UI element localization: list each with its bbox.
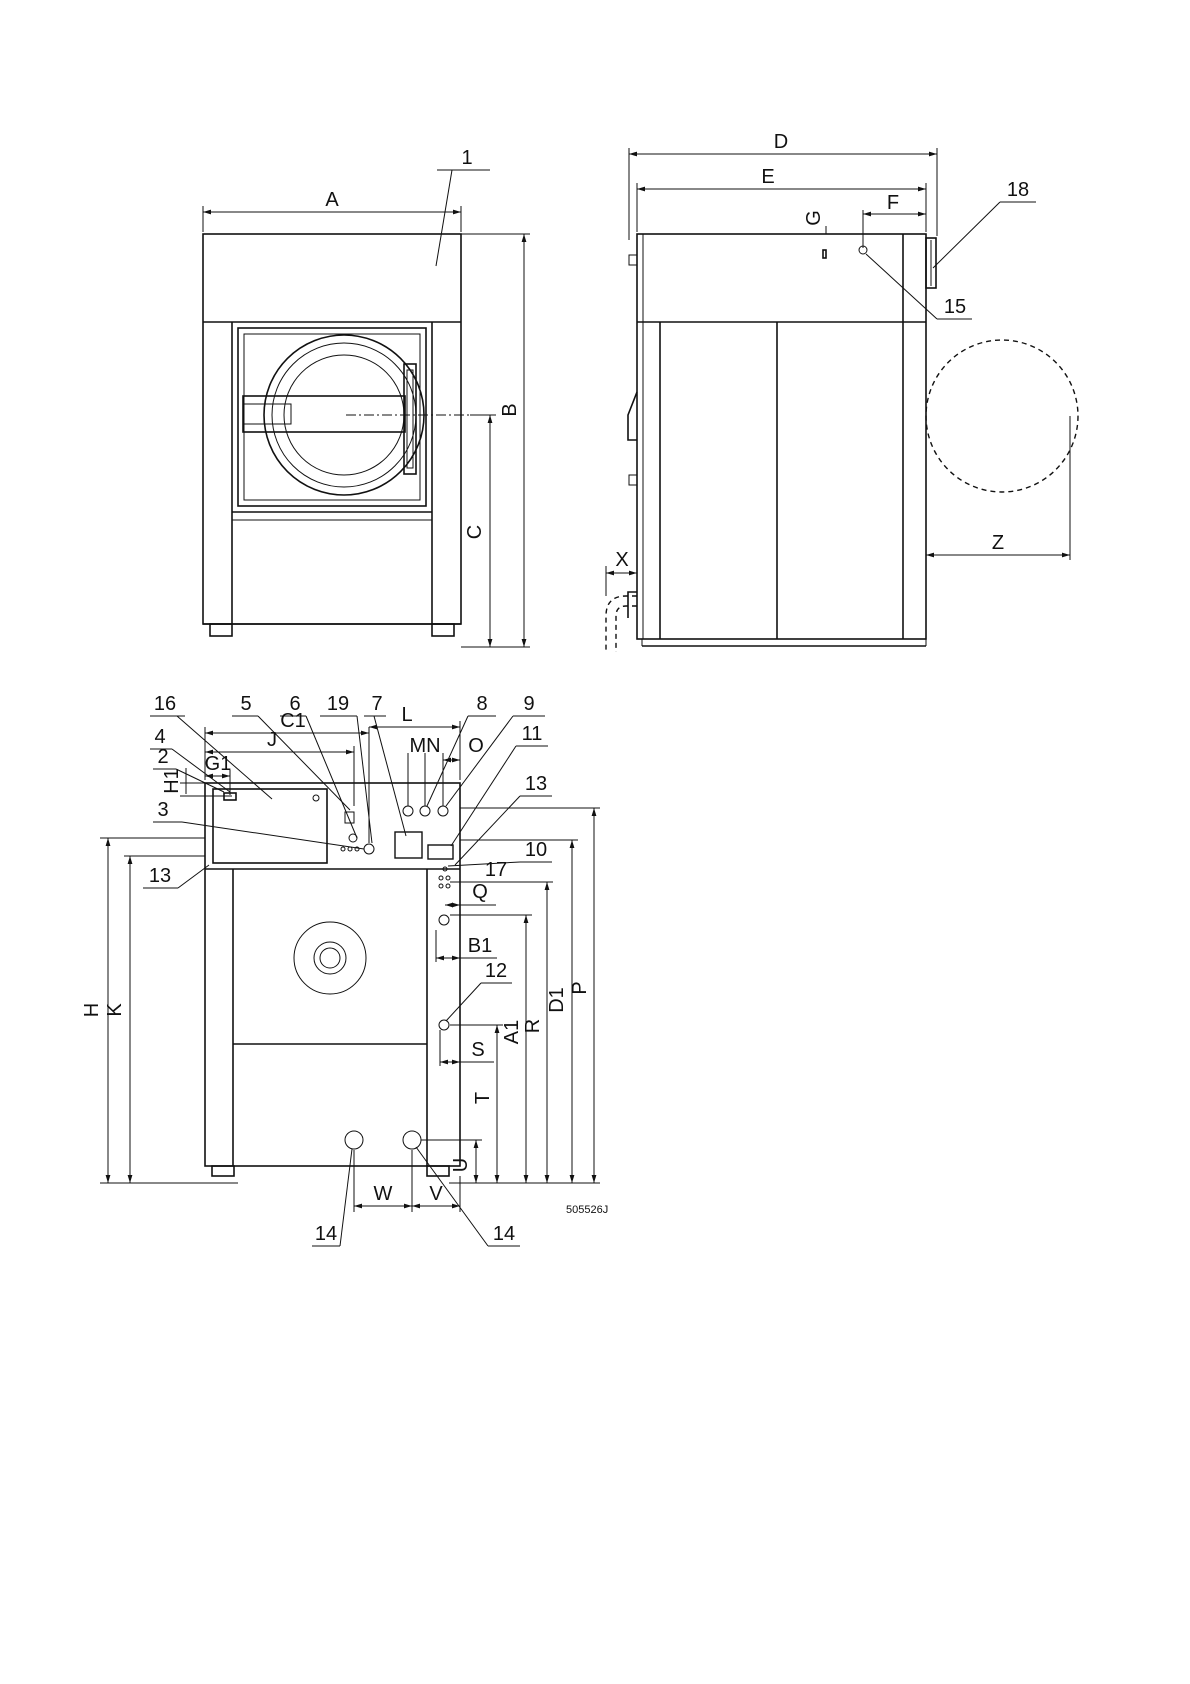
- dim-label-x: X: [615, 549, 628, 571]
- callout-7: 7: [371, 693, 382, 715]
- callout-13-top: 13: [525, 773, 547, 795]
- dim-label-o: O: [468, 735, 484, 757]
- dim-label-mn: MN: [409, 735, 440, 757]
- callout-8: 8: [476, 693, 487, 715]
- callout-13-left: 13: [149, 865, 171, 887]
- dim-label-f: F: [887, 192, 899, 214]
- callout-14-left: 14: [315, 1223, 337, 1245]
- dim-label-g1: G1: [205, 753, 232, 775]
- callout-18: 18: [1007, 179, 1029, 201]
- callout-10: 10: [525, 839, 547, 861]
- rear-box-11: [428, 845, 453, 859]
- callout-16: 16: [154, 693, 176, 715]
- dim-label-b1: B1: [468, 935, 492, 957]
- dim-label-a1: A1: [501, 1020, 523, 1044]
- callout-14-right: 14: [493, 1223, 515, 1245]
- callout-11: 11: [522, 723, 543, 745]
- callout-2: 2: [157, 746, 168, 768]
- rear-view: H K H1 G1 J C1 L MN O: [81, 693, 608, 1246]
- callout-9: 9: [523, 693, 534, 715]
- drawing-code: 505526J: [566, 1204, 608, 1216]
- dim-label-u: U: [450, 1158, 472, 1172]
- dim-label-h: H: [81, 1003, 103, 1017]
- rear-box-7: [395, 832, 422, 858]
- rear-inlet-o: [438, 806, 448, 816]
- dim-label-z: Z: [992, 532, 1004, 554]
- front-view: A B C 1: [203, 147, 530, 647]
- callout-1: 1: [461, 147, 472, 169]
- callout-6: 6: [289, 693, 300, 715]
- dim-label-h1: H1: [161, 768, 183, 794]
- dim-label-t: T: [472, 1092, 494, 1104]
- dim-label-s: S: [471, 1039, 484, 1061]
- dim-label-j: J: [267, 729, 277, 751]
- side-drain-pipe: [606, 596, 637, 652]
- callout-3: 3: [157, 799, 168, 821]
- callout-17: 17: [485, 859, 507, 881]
- dim-label-d1: D1: [546, 987, 568, 1013]
- side-door-swing-circle: [926, 340, 1078, 492]
- rear-drain-left: [345, 1131, 363, 1149]
- front-door-frame: [238, 328, 426, 506]
- dim-label-b: B: [499, 403, 521, 416]
- rear-connection-12: [439, 1020, 449, 1030]
- side-body-outline: [637, 234, 926, 639]
- rear-inlet-n: [420, 806, 430, 816]
- callout-19: 19: [327, 693, 349, 715]
- rear-connection-3: [364, 844, 374, 854]
- dim-label-l: L: [401, 704, 412, 726]
- callout-4: 4: [154, 726, 165, 748]
- dim-label-r: R: [522, 1019, 544, 1033]
- side-view: D E F G 15 18 Z X: [606, 131, 1078, 652]
- rear-inlet-m: [403, 806, 413, 816]
- dim-label-g: G: [803, 210, 825, 226]
- dim-label-k: K: [104, 1003, 126, 1017]
- front-foot-right: [432, 624, 454, 636]
- dim-label-a: A: [325, 189, 339, 211]
- dim-label-q: Q: [472, 881, 488, 903]
- dim-label-w: W: [374, 1183, 393, 1205]
- callout-15: 15: [944, 296, 966, 318]
- dim-label-d: D: [774, 131, 788, 153]
- side-door-profile: [628, 392, 637, 440]
- callout-5: 5: [240, 693, 251, 715]
- dim-label-c: C: [464, 525, 486, 539]
- rear-connection-b1: [439, 915, 449, 925]
- front-door-handle-bar: [243, 396, 405, 432]
- front-foot-left: [210, 624, 232, 636]
- dim-label-v: V: [429, 1183, 443, 1205]
- callout-12: 12: [485, 960, 507, 982]
- rear-bearing-outer: [294, 922, 366, 994]
- rear-drain-right: [403, 1131, 421, 1149]
- dim-label-e: E: [761, 166, 774, 188]
